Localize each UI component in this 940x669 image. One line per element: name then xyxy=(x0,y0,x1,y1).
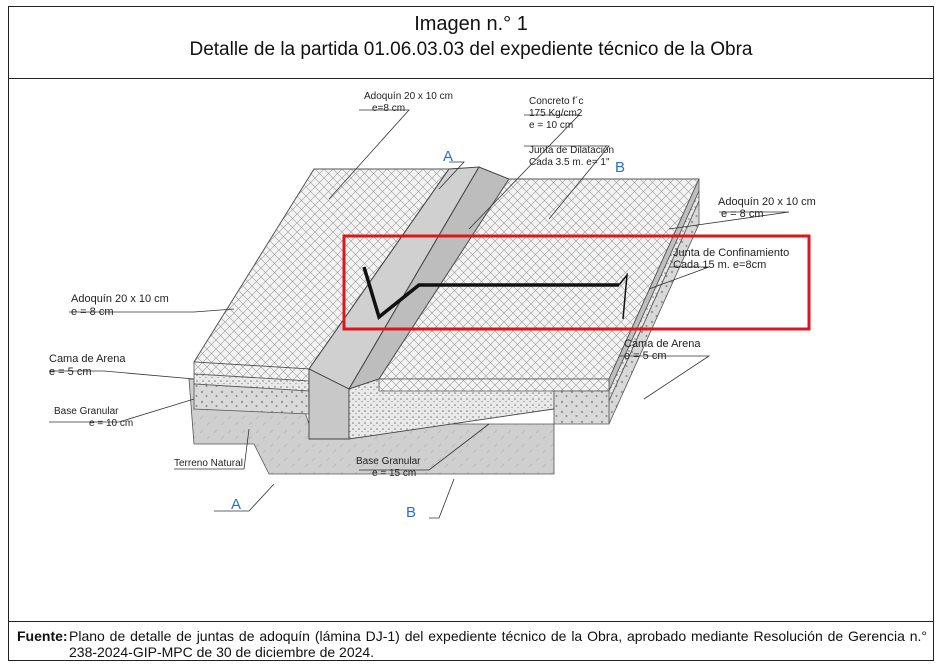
label-base-granular-left: Base Granular xyxy=(54,406,119,417)
section-marker-b-top: B xyxy=(615,159,625,176)
paving-detail-diagram: Adoquín 20 x 10 cm e=8 cm Concreto f´c 1… xyxy=(49,91,816,521)
label-adoquin-right-e: e = 8 cm xyxy=(721,208,764,220)
section-marker-a-bottom: A xyxy=(231,496,241,513)
label-concreto: Concreto f´c xyxy=(529,95,583,107)
label-cama-arena-left: Cama de Arena xyxy=(49,353,126,365)
label-base-granular-mid: Base Granular xyxy=(356,456,421,467)
section-marker-a-top: A xyxy=(443,148,453,165)
label-junta-confinamiento: Junta de Confinamiento xyxy=(673,247,789,259)
label-terreno-natural: Terreno Natural xyxy=(174,458,243,469)
figure-frame: Imagen n.° 1 Detalle de la partida 01.06… xyxy=(8,6,934,661)
label-base-granular-left-e: e = 10 cm xyxy=(89,418,133,429)
label-concreto-kg: 175 Kg/cm2 xyxy=(529,108,583,119)
source-note: Fuente: Plano de detalle de juntas de ad… xyxy=(9,621,933,662)
figure-title: Detalle de la partida 01.06.03.03 del ex… xyxy=(189,39,753,60)
concrete-gutter xyxy=(308,166,555,440)
label-adoquin-top: Adoquín 20 x 10 cm xyxy=(364,91,453,102)
label-adoquin-left-e: e = 8 cm xyxy=(71,306,114,318)
label-adoquin-top-e: e=8 cm xyxy=(372,103,405,114)
label-base-granular-mid-e: e = 15 cm xyxy=(372,468,416,479)
highlight-box xyxy=(342,234,811,331)
label-adoquin-right: Adoquín 20 x 10 cm xyxy=(718,196,816,208)
section-marker-b-bottom: B xyxy=(406,504,416,521)
label-concreto-e: e = 10 cm xyxy=(529,120,573,131)
label-adoquin-left: Adoquín 20 x 10 cm xyxy=(71,293,169,305)
label-junta-dilatacion: Junta de Dilatación xyxy=(529,145,614,156)
junta-confinamiento-line xyxy=(362,266,628,320)
leader-lines xyxy=(49,109,790,519)
label-junta-dilatacion-e: Cada 3.5 m. e= 1" xyxy=(529,157,610,168)
title-box: Imagen n.° 1 Detalle de la partida 01.06… xyxy=(9,7,933,79)
source-text: Plano de detalle de juntas de adoquín (l… xyxy=(69,628,927,660)
label-junta-confinamiento-e: Cada 15 m. e=8cm xyxy=(673,259,766,271)
label-cama-arena-right-e: e = 5 cm xyxy=(624,350,667,362)
label-cama-arena-right: Cama de Arena xyxy=(624,338,701,350)
left-pavement-slab xyxy=(193,168,450,415)
label-cama-arena-left-e: e = 5 cm xyxy=(49,366,92,378)
figure-number: Imagen n.° 1 xyxy=(414,13,528,35)
source-label: Fuente: xyxy=(17,628,68,644)
